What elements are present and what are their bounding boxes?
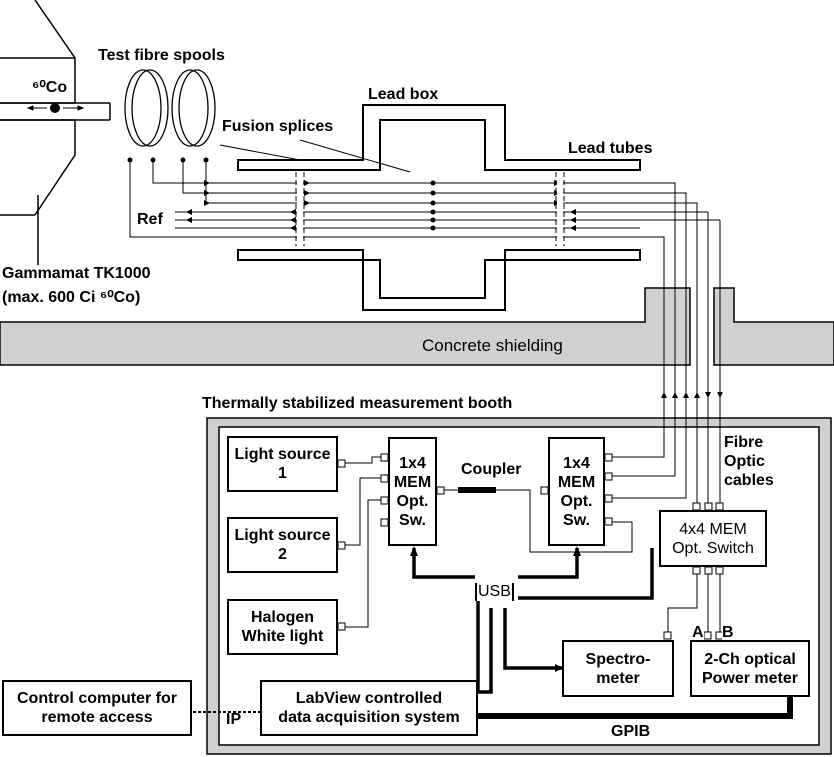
fibre-optic-cables-line: Optic [724,453,765,470]
gammamat-outline [0,0,111,265]
splice-dots [127,157,436,231]
port-stubs [337,453,724,640]
lead-box-label: Lead box [368,86,439,103]
box-line: LabView controlled [295,690,443,707]
halogen-box: Halogen White light [227,599,338,655]
channel-b-label: B [722,624,734,642]
box-line: MEM [393,473,432,491]
fibre-optic-cables-label: Fibre Optic cables [724,433,774,490]
ip-label: IP [226,711,242,728]
coupler-label: Coupler [461,461,522,478]
lead-tube-ticks [295,172,565,246]
source-arrows [26,105,85,111]
fibre-optic-cables-line: Fibre [724,434,764,451]
box-line: remote access [41,709,153,726]
fibres [129,139,721,395]
co60-source [50,103,60,113]
channel-a-label: A [692,624,704,642]
gammamat-label-1: Gammamat TK1000 [2,265,151,282]
ref-label: Ref [137,211,163,228]
lead-box [237,104,641,311]
box-line: 1x4 [399,454,426,472]
lead-tubes-label: Lead tubes [568,140,653,157]
gpib-label: GPIB [611,723,651,740]
concrete-shielding [0,287,834,366]
box-line: 1x4 [563,454,590,472]
light-source-1-box: Light source 1 [227,436,338,492]
booth-title: Thermally stabilized measurement booth [202,395,513,412]
power-meter-box: 2-Ch optical Power meter [690,640,810,697]
box-line: Power meter [701,669,799,687]
fibre-spools [124,69,216,147]
box-line: Opt. [560,492,593,510]
box-line: Sw. [563,511,590,529]
test-fibre-spools-label: Test fibre spools [98,47,225,64]
booth-fibres [193,395,721,713]
lead-tube-gaps [297,172,563,246]
box-line: Opt. Switch [672,539,754,557]
gpib-cable [478,696,793,719]
box-line: Sw. [399,511,426,529]
box-line: White light [241,628,324,645]
box-line: 2-Ch optical [704,650,796,668]
box-line: Control computer for [17,690,177,707]
usb-hub-label: USB [475,583,514,601]
usb-cables [412,548,654,694]
box-line: 4x4 MEM [679,520,747,538]
co60-label: ⁶⁰Co [32,79,68,96]
concrete-shielding-label: Concrete shielding [422,336,563,355]
box-line: 1 [278,465,287,482]
mem-4x4-box: 4x4 MEM Opt. Switch [659,510,767,567]
box-line: data acquisition system [278,709,460,726]
box-line: Light source [234,527,331,544]
box-line: Opt. [396,492,429,510]
light-source-2-box: Light source 2 [227,517,338,573]
box-line: Halogen [250,609,315,626]
mem-switch-right-box: 1x4 MEM Opt. Sw. [548,437,605,546]
box-line: meter [596,669,640,687]
mem-switch-left-box: 1x4 MEM Opt. Sw. [388,437,437,546]
gammamat-label-2: (max. 600 Ci ⁶⁰Co) [2,289,141,306]
fibre-optic-cables-line: cables [724,472,774,489]
labview-box: LabView controlled data acquisition syst… [260,680,478,736]
box-line: MEM [557,473,596,491]
fusion-splices-label: Fusion splices [222,118,334,135]
control-computer-box: Control computer for remote access [2,680,192,736]
box-line: 2 [278,546,287,563]
box-line: Light source [234,446,331,463]
spectrometer-box: Spectro- meter [562,640,674,697]
box-line: Spectro- [585,650,651,668]
